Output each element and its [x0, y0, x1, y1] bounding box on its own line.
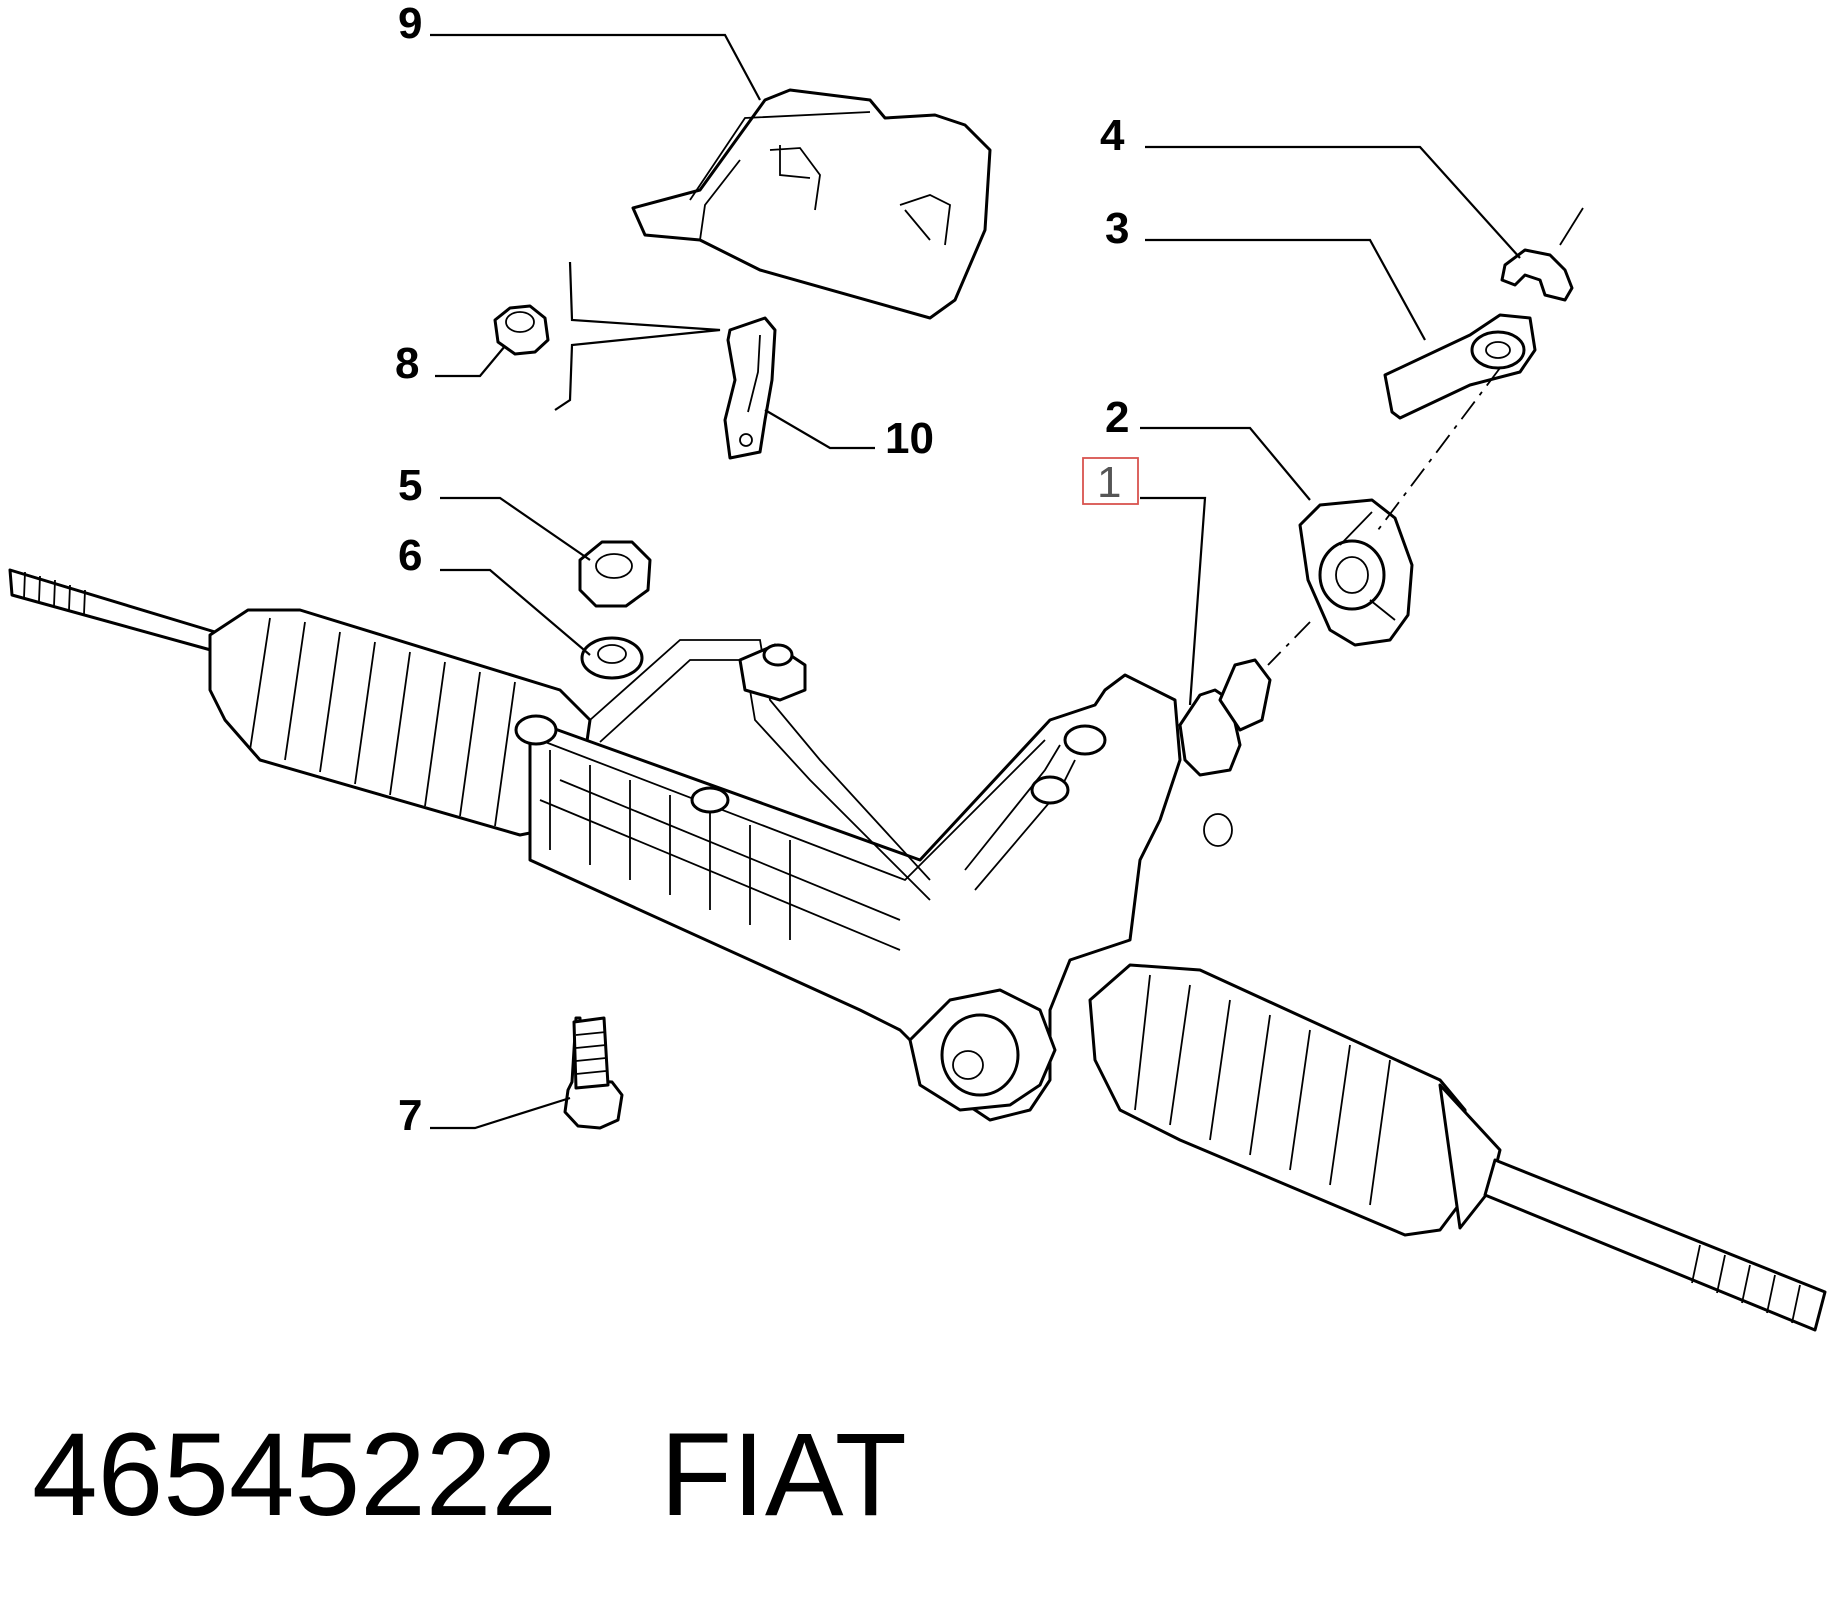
callout-7: 7	[398, 1091, 422, 1140]
callout-6: 6	[398, 531, 422, 580]
callout-1-highlight-box	[1082, 457, 1139, 505]
part-number: 46545222	[32, 1409, 557, 1541]
heat-shield-part	[631, 88, 992, 320]
brand-name: FIAT	[660, 1409, 907, 1541]
bolt-part-7	[563, 1016, 624, 1130]
callout-labels: 9 4 3 8 10 2 1 5 6 7	[395, 0, 1139, 1140]
callout-5: 5	[398, 461, 422, 510]
callout-8: 8	[395, 339, 419, 388]
footer: 46545222 FIAT	[32, 1409, 907, 1541]
callout-1: 1	[1097, 458, 1121, 507]
leader-lines	[430, 33, 1521, 1130]
steering-rack-part-1	[8, 568, 1827, 1332]
callout-9: 9	[398, 0, 422, 48]
clip-part-4	[1500, 207, 1584, 302]
coupling-part-2	[1298, 498, 1414, 647]
callout-4: 4	[1100, 111, 1125, 160]
callout-10: 10	[885, 414, 934, 463]
lever-part-3	[1383, 313, 1537, 420]
callout-3: 3	[1105, 204, 1129, 253]
alignment-lines	[554, 261, 1501, 666]
bracket-part-10	[723, 316, 777, 460]
callout-2: 2	[1105, 393, 1129, 442]
nut-part-5	[578, 540, 652, 608]
washer-part-6	[580, 636, 644, 680]
